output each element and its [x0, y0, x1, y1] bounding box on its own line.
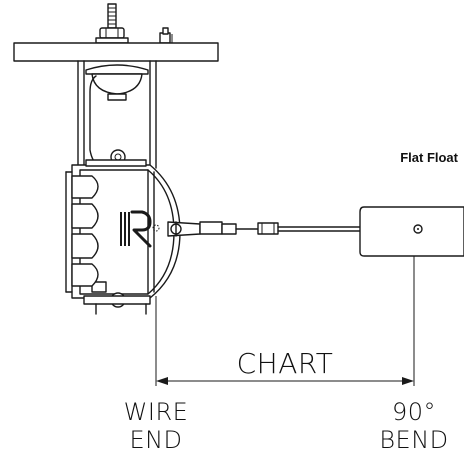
- dimension-label: CHART: [237, 347, 334, 380]
- mounting-flange: [13, 42, 219, 62]
- sender-housing: [65, 149, 181, 315]
- r-logo-icon: [120, 210, 160, 248]
- extension-lines: [155, 256, 415, 386]
- spade-terminal: [159, 27, 173, 44]
- sender-tube: [77, 60, 157, 169]
- bend-label-line1: 90°: [392, 398, 436, 426]
- float-arm-linkage: [167, 221, 279, 237]
- bend-label-line2: BEND: [379, 426, 448, 452]
- wire-end-label-line1: WIRE: [124, 398, 189, 426]
- dimension-line: [156, 377, 414, 385]
- wire-end-label-line2: END: [129, 426, 182, 452]
- threaded-stud: [95, 3, 129, 44]
- flat-float: [359, 206, 464, 257]
- float-type-label: Flat Float: [400, 150, 458, 165]
